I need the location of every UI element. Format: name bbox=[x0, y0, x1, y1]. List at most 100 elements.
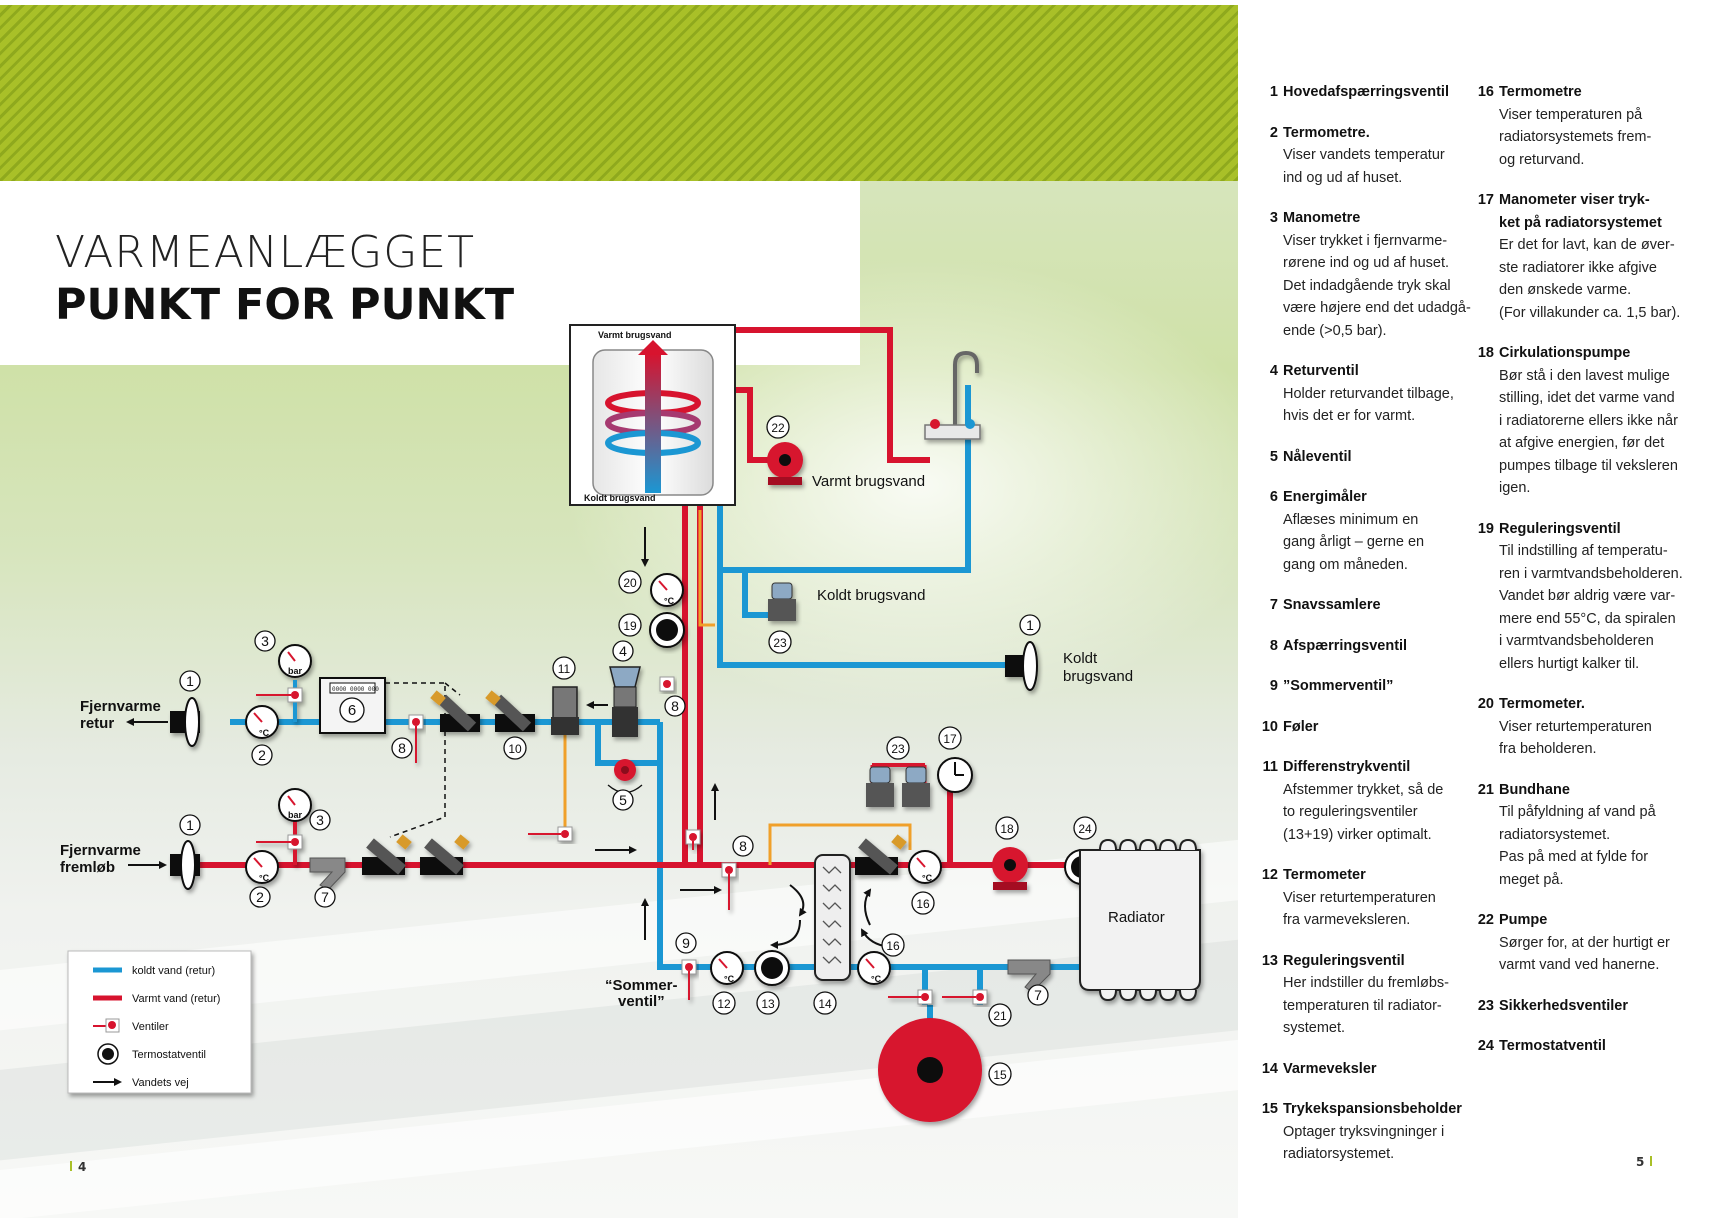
legend-item-title: Pumpe bbox=[1499, 912, 1548, 928]
valve-cap bbox=[454, 834, 470, 850]
radiator bbox=[1079, 838, 1201, 1002]
shutoff-valve-return bbox=[408, 714, 424, 763]
sensor-line bbox=[768, 823, 912, 865]
valve-pocket bbox=[366, 838, 406, 875]
return-valve bbox=[609, 666, 641, 737]
callout-1: 1 bbox=[186, 673, 194, 689]
summer-valve-label-1: “Sommer- bbox=[605, 977, 678, 994]
callout-7: 7 bbox=[321, 889, 329, 905]
thermometer-needle bbox=[916, 857, 926, 868]
callout-circle bbox=[612, 640, 634, 662]
manometer-supply: bar bbox=[256, 788, 312, 865]
thermometer-needle bbox=[865, 958, 875, 969]
thermometer-exchanger-return: °C bbox=[710, 951, 744, 985]
valve-body bbox=[612, 707, 638, 737]
legend-item-title: Cirkulationspumpe bbox=[1499, 345, 1631, 361]
page-title-bold: PUNKT FOR PUNKT bbox=[55, 280, 515, 330]
left-page: VARMEANLÆGGET PUNKT FOR PUNKT bbox=[0, 5, 1238, 1218]
main-valve-supply bbox=[170, 840, 200, 890]
legend-item-description: Optager tryksvingninger i radiatorsystem… bbox=[1283, 1123, 1445, 1163]
legend-item-description: Viser trykket i fjernvarme- rørene ind o… bbox=[1283, 232, 1471, 339]
pump-foot bbox=[993, 882, 1027, 890]
legend-valves-label: Ventiler bbox=[132, 1021, 169, 1033]
callout-circle bbox=[1027, 984, 1049, 1006]
shutoff-valve-exchanger bbox=[721, 862, 737, 910]
callout-circle bbox=[1019, 614, 1041, 636]
district-supply-label-1: Fjernvarme bbox=[60, 842, 141, 859]
callout-22: 22 bbox=[771, 421, 785, 435]
legend-item-title: Nåleventil bbox=[1283, 448, 1352, 465]
strainer-pocket bbox=[437, 694, 477, 732]
legend-thermostat-label: Termostatventil bbox=[132, 1049, 206, 1061]
legend-item-description: Viser vandets temperatur ind og ud af hu… bbox=[1283, 147, 1445, 186]
sensor-pocket bbox=[492, 694, 532, 732]
thermometer-needle bbox=[253, 857, 263, 868]
legend-item-title: Sikkerhedsventiler bbox=[1499, 997, 1628, 1014]
tank-top-label: Varmt brugsvand bbox=[598, 330, 672, 340]
legend-item-description: Til indstilling af temperatu- ren i varm… bbox=[1499, 543, 1683, 672]
legend-item-number: 17 bbox=[1477, 192, 1494, 208]
callout-1: 1 bbox=[1026, 617, 1034, 633]
callout-20: 20 bbox=[623, 576, 637, 590]
legend-valve-dot bbox=[108, 1021, 116, 1029]
radiator-label: Radiator bbox=[1108, 909, 1165, 926]
legend-item-title: Føler bbox=[1283, 718, 1319, 735]
legend-item-number: 2 bbox=[1269, 124, 1278, 141]
legend: koldt vand (retur) Varmt vand (retur) Ve… bbox=[67, 950, 252, 1094]
legend-flow-label: Vandets vej bbox=[132, 1077, 189, 1089]
legend-item-title: Termometer. bbox=[1499, 696, 1585, 712]
callout-7: 7 bbox=[1034, 987, 1042, 1003]
valve-pocket bbox=[858, 838, 898, 875]
cold-tap-pipe bbox=[720, 385, 971, 573]
callout-circle bbox=[732, 835, 754, 857]
sensor-cap bbox=[485, 690, 501, 706]
legend-item-title: Termometre bbox=[1499, 84, 1582, 100]
callout-10: 10 bbox=[508, 742, 522, 756]
callout-18: 18 bbox=[1000, 822, 1014, 836]
legend-item-number: 9 bbox=[1269, 678, 1278, 694]
cold-supply-label-2: brugsvand bbox=[1063, 668, 1133, 685]
heating-system-diagram: Varmt brugsvand Koldt brugsvand Varmt br… bbox=[60, 324, 1201, 1122]
callouts bbox=[179, 415, 1097, 1086]
callout-circle bbox=[1073, 816, 1097, 840]
callout-1: 1 bbox=[186, 817, 194, 833]
differential-pressure-valve bbox=[551, 686, 579, 735]
legend-item-number: 6 bbox=[1269, 489, 1278, 505]
valve-head bbox=[771, 582, 793, 600]
unit-label: bar bbox=[288, 810, 303, 820]
callout-circle bbox=[254, 630, 276, 652]
control-valves-supply bbox=[362, 834, 470, 875]
control-line bbox=[444, 682, 461, 696]
needle-valve-hub bbox=[621, 766, 629, 774]
callout-circle bbox=[314, 886, 336, 908]
legend-item-number: 14 bbox=[1261, 1060, 1278, 1077]
callout-8: 8 bbox=[671, 698, 679, 714]
valve-neck bbox=[613, 686, 637, 708]
unit-label: °C bbox=[922, 873, 933, 883]
tank-flow-arrow bbox=[645, 353, 661, 493]
callout-2: 2 bbox=[256, 889, 264, 905]
cold-supply-label-1: Koldt bbox=[1063, 650, 1098, 667]
page-number-right: 5 bbox=[1636, 1155, 1652, 1169]
page-number-left: 4 bbox=[70, 1160, 86, 1174]
legend-item-title: Termometer bbox=[1283, 867, 1366, 883]
legend-item-number: 7 bbox=[1269, 597, 1278, 613]
callout-24: 24 bbox=[1078, 822, 1092, 836]
legend-item-description: Viser temperaturen på radiatorsystemets … bbox=[1499, 106, 1652, 168]
callout-circle bbox=[886, 736, 910, 760]
hot-water-tank: Varmt brugsvand Koldt brugsvand bbox=[569, 324, 736, 506]
sensor-lines bbox=[563, 510, 912, 865]
legend-item-description: Bør stå i den lavest mulige stilling, id… bbox=[1499, 367, 1678, 497]
striped-header-band bbox=[0, 5, 1238, 181]
legend-item-number: 16 bbox=[1477, 84, 1494, 100]
thermometer-tank-return: °C bbox=[650, 573, 684, 607]
legend-item-number: 13 bbox=[1261, 952, 1278, 969]
